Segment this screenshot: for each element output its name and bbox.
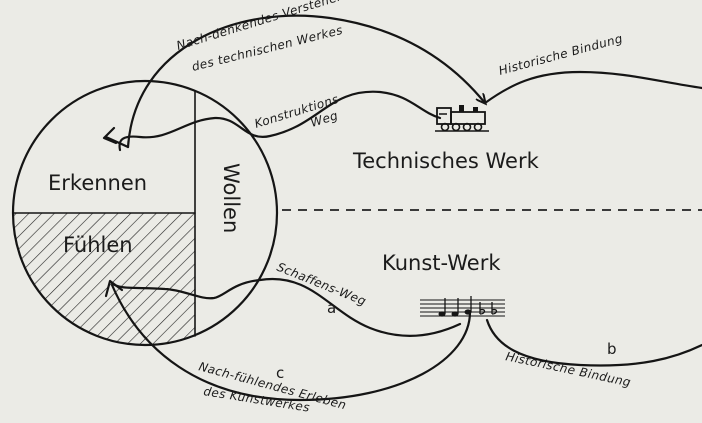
historische-bindung-top-path <box>483 70 702 105</box>
historische-bindung-bottom-path <box>485 318 702 367</box>
marker-b: b <box>607 340 617 358</box>
historische-bindung-top-label: Historische Bindung <box>497 31 624 78</box>
nachdenkendes-arrowhead <box>102 126 118 145</box>
marker-a: a <box>327 299 336 317</box>
music-notes-icon <box>420 296 505 317</box>
wollen-label: Wollen <box>219 163 243 233</box>
nachdenkendes-arrow-tail <box>104 135 130 149</box>
nachfuehlendes-arrowhead <box>104 279 124 298</box>
locomotive-icon <box>435 105 489 132</box>
nachfuehlendes-arrow <box>110 283 472 402</box>
schaffens-weg-path <box>110 277 462 337</box>
fuehlen-label: Fühlen <box>63 233 133 257</box>
schaffens-weg-label: Schaffens-Weg <box>275 260 368 309</box>
kunst-werk-label: Kunst-Werk <box>382 251 501 275</box>
technisches-werk-label: Technisches Werk <box>352 149 540 173</box>
erkennen-label: Erkennen <box>48 171 147 195</box>
nachdenkendes-arrow <box>126 14 485 149</box>
konstruktions-weg-path <box>118 90 442 152</box>
marker-c: c <box>276 364 284 382</box>
